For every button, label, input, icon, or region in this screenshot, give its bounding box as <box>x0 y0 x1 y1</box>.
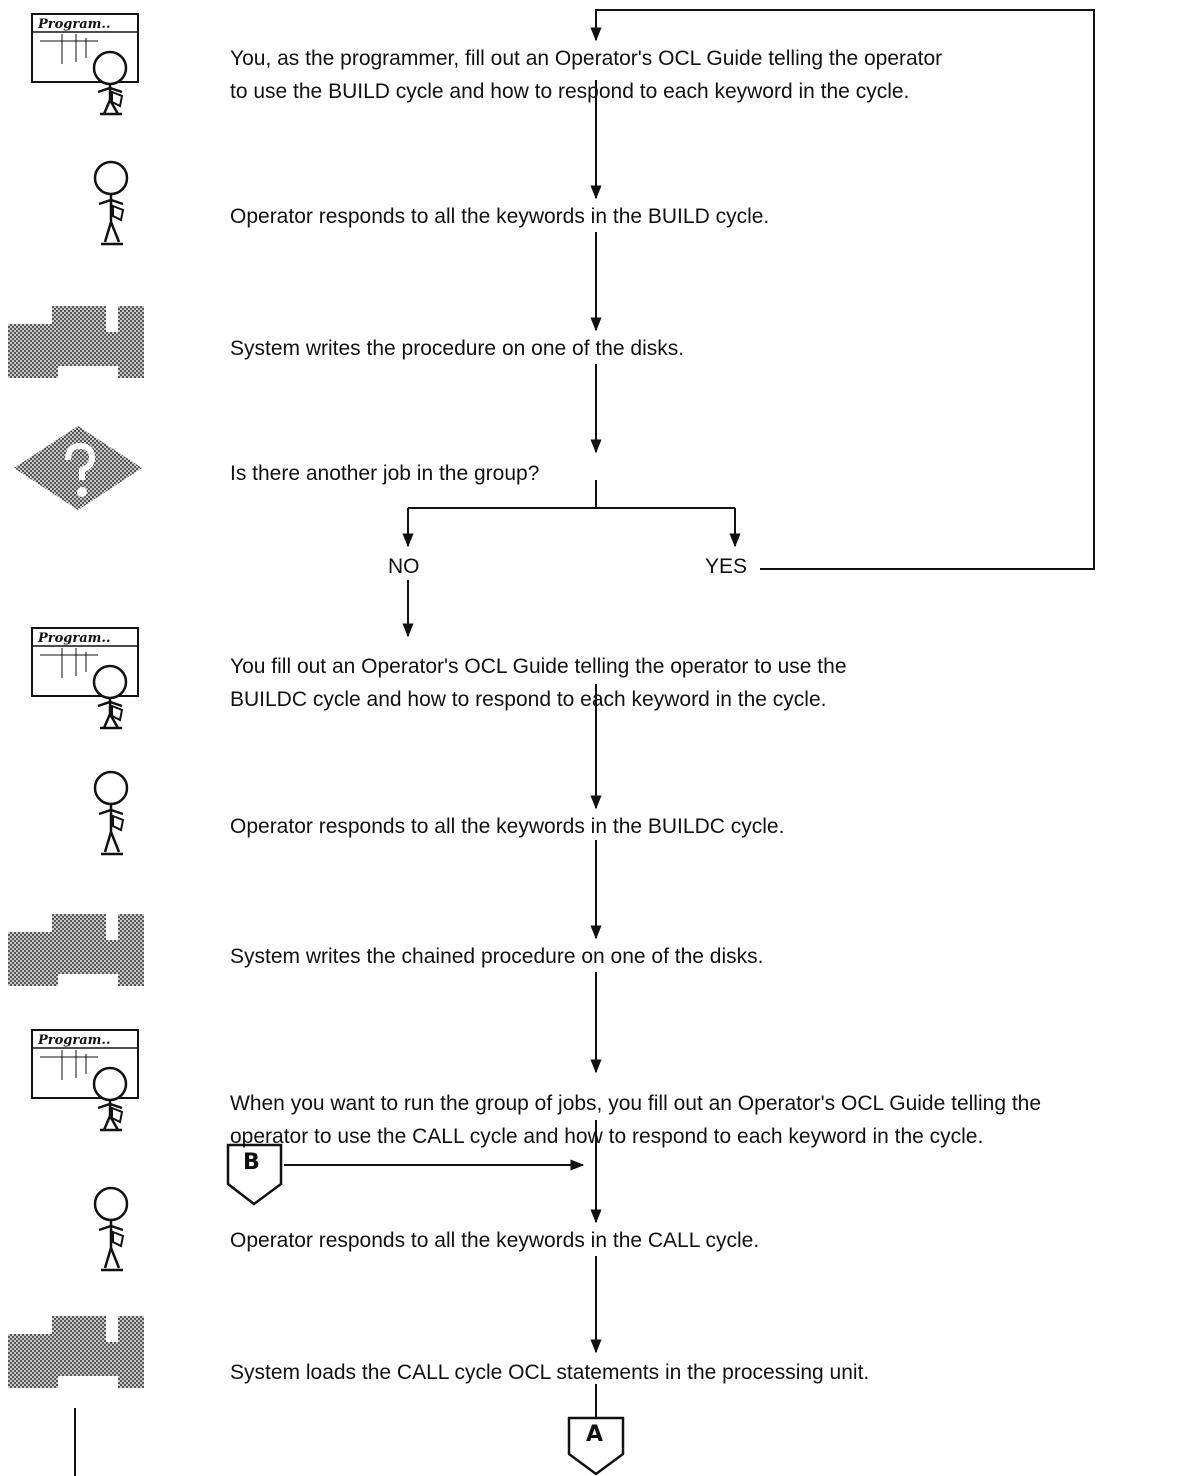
connector-b-label: B <box>243 1150 260 1175</box>
connector-a-symbol <box>567 1416 625 1476</box>
step-1-line-2: to use the BUILD cycle and how to respon… <box>230 80 910 103</box>
system-icon <box>8 1316 144 1388</box>
programmer-icon: Program.. <box>31 1029 139 1132</box>
programmer-icon: Program.. <box>31 13 139 116</box>
operator-icon <box>93 160 129 246</box>
step-8-line-1: When you want to run the group of jobs, … <box>230 1092 1042 1115</box>
step-4-text: Is there another job in the group? <box>230 462 540 485</box>
step-5-line-2: BUILDC cycle and how to respond to each … <box>230 688 827 711</box>
system-icon <box>8 914 144 986</box>
program-card-label: Program.. <box>37 17 110 32</box>
decision-icon <box>14 426 142 510</box>
step-8-line-2: operator to use the CALL cycle and how t… <box>230 1125 984 1148</box>
system-icon <box>8 306 144 378</box>
programmer-icon: Program.. <box>31 627 139 730</box>
step-5-text: You fill out an Operator's OCL Guide tel… <box>230 650 847 716</box>
step-9-text: Operator responds to all the keywords in… <box>230 1229 760 1252</box>
operator-icon <box>93 1186 129 1272</box>
step-8-text: When you want to run the group of jobs, … <box>230 1087 1041 1153</box>
operator-icon <box>93 770 129 856</box>
program-card-label: Program.. <box>37 631 110 646</box>
step-5-line-1: You fill out an Operator's OCL Guide tel… <box>230 655 847 678</box>
connector-a-label: A <box>586 1422 604 1447</box>
step-1-line-1: You, as the programmer, fill out an Oper… <box>230 47 943 70</box>
step-2-text: Operator responds to all the keywords in… <box>230 205 770 228</box>
branch-yes-label: YES <box>705 555 748 578</box>
step-6-text: Operator responds to all the keywords in… <box>230 815 785 838</box>
step-3-text: System writes the procedure on one of th… <box>230 337 685 360</box>
step-7-text: System writes the chained procedure on o… <box>230 945 764 968</box>
step-10-text: System loads the CALL cycle OCL statemen… <box>230 1361 870 1384</box>
branch-no-label: NO <box>388 555 420 578</box>
connector-b-symbol <box>226 1143 283 1206</box>
program-card-label: Program.. <box>37 1033 110 1048</box>
loop-back-line <box>590 9 1095 570</box>
step-1-text: You, as the programmer, fill out an Oper… <box>230 42 942 108</box>
